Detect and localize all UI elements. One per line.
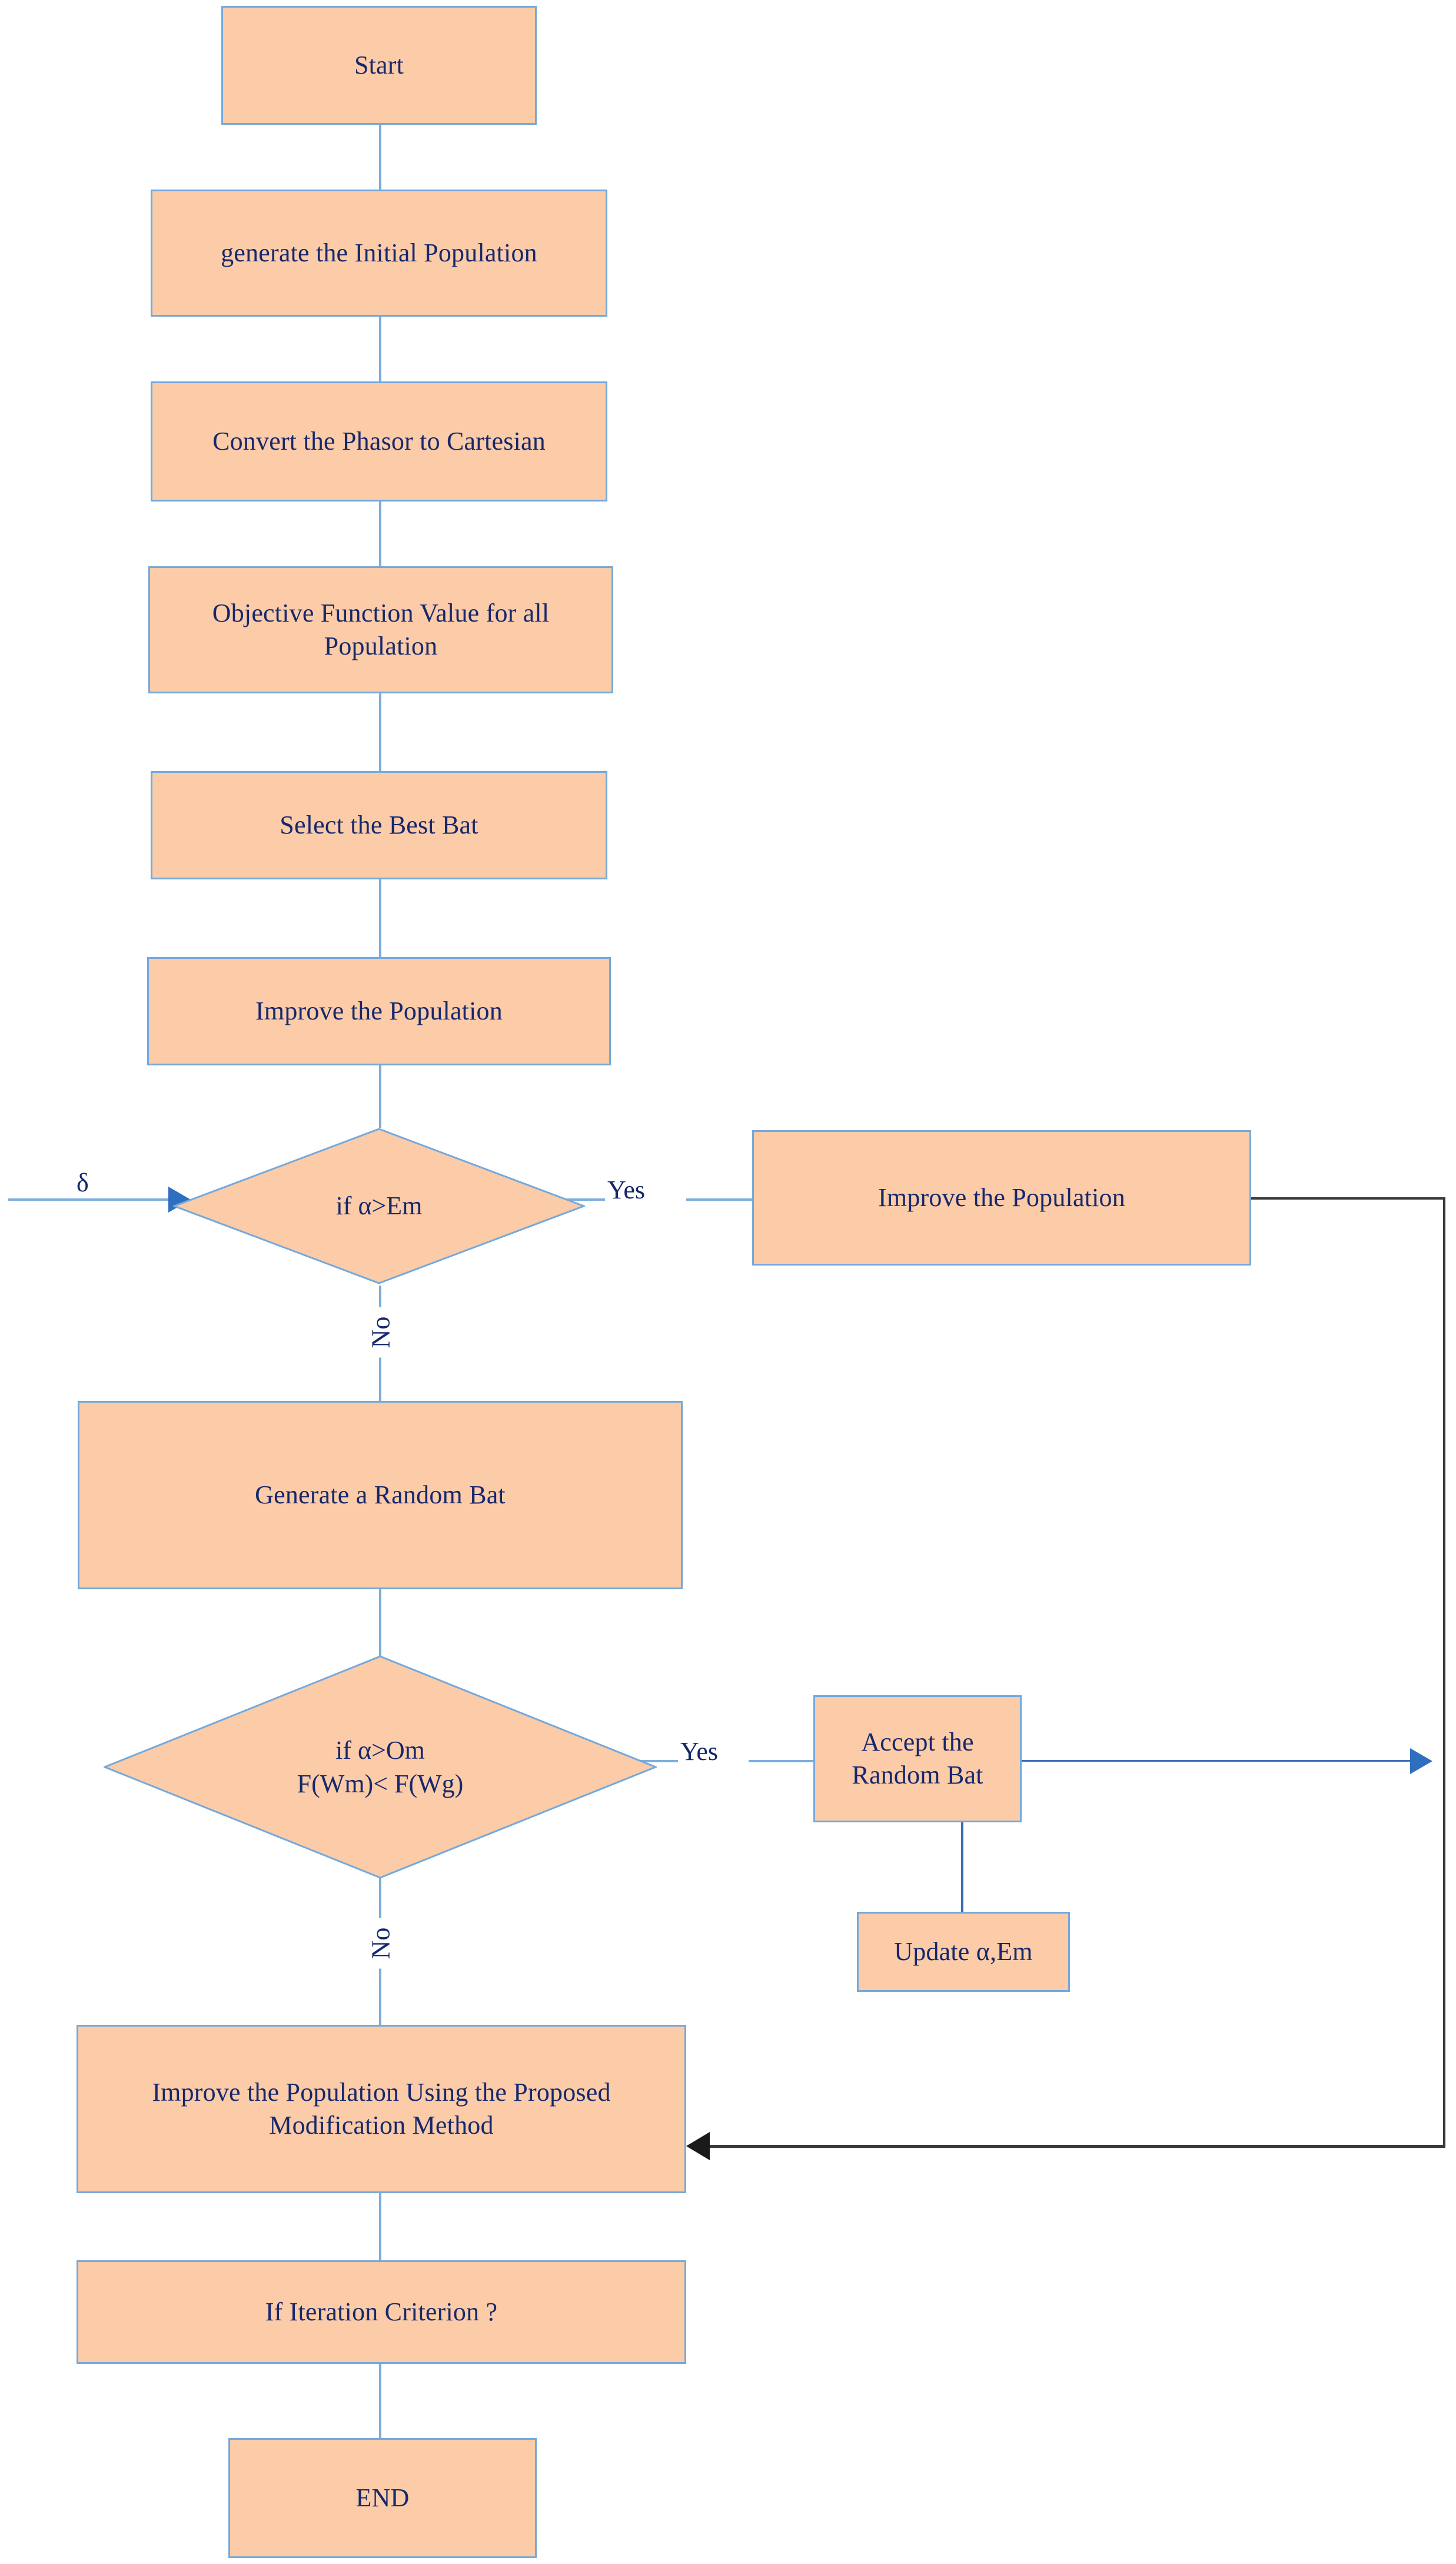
node-generate-initial-population[interactable]: generate the Initial Population <box>151 190 607 317</box>
node-start[interactable]: Start <box>221 6 537 125</box>
node-improve-population-modified[interactable]: Improve the Population Using the Propose… <box>77 2025 686 2193</box>
edge-label-no-1: No <box>365 1307 396 1358</box>
node-improve-population-2-label: Improve the Population <box>878 1183 1125 1212</box>
feedback-bus-vertical <box>1443 1197 1445 2147</box>
decision2-diamond-shape <box>104 1655 657 1879</box>
decision1-diamond-shape <box>173 1128 585 1284</box>
connector-improve1-to-decision1 <box>379 1065 381 1128</box>
connector-select-to-improve1 <box>379 879 381 957</box>
connector-decision2-yes-left <box>614 1760 678 1762</box>
connector-delta-input-line <box>8 1198 173 1201</box>
edge-label-yes-1: Yes <box>605 1175 648 1205</box>
node-accept-random-bat[interactable]: Accept the Random Bat <box>813 1695 1022 1822</box>
connector-improve-mod-to-iteration <box>379 2193 381 2260</box>
node-objective-function-label: Objective Function Value for all Populat… <box>212 598 550 660</box>
node-update-alpha-em[interactable]: Update α,Em <box>857 1912 1070 1992</box>
edge-label-yes-2: Yes <box>678 1736 721 1766</box>
connector-decision1-yes-right <box>686 1198 753 1201</box>
node-accept-random-bat-label: Accept the Random Bat <box>852 1727 983 1789</box>
node-improve-population-modified-label: Improve the Population Using the Propose… <box>152 2077 611 2140</box>
connector-improve2-to-bus <box>1250 1197 1445 1200</box>
node-decision-alpha-gt-om[interactable]: if α>Om F(Wm)< F(Wg) <box>104 1655 657 1879</box>
connector-objective-to-select <box>379 693 381 771</box>
connector-start-to-generate <box>379 125 381 190</box>
node-generate-initial-population-label: generate the Initial Population <box>221 238 537 267</box>
node-start-label: Start <box>354 50 404 79</box>
node-iteration-criterion[interactable]: If Iteration Criterion ? <box>77 2260 686 2364</box>
node-select-best-bat-label: Select the Best Bat <box>280 810 478 839</box>
node-end[interactable]: END <box>228 2438 537 2558</box>
connector-accept-to-feedback-bus <box>1022 1760 1422 1762</box>
node-select-best-bat[interactable]: Select the Best Bat <box>151 771 607 879</box>
edge-label-delta: δ <box>74 1168 91 1198</box>
connector-accept-to-update <box>961 1822 963 1912</box>
node-iteration-criterion-label: If Iteration Criterion ? <box>265 2297 498 2326</box>
feedback-bus-horizontal <box>710 2145 1445 2148</box>
connector-decision2-yes-right <box>749 1760 815 1762</box>
node-objective-function[interactable]: Objective Function Value for all Populat… <box>148 566 613 693</box>
connector-generate-to-convert <box>379 317 381 381</box>
connector-decision1-yes-left <box>556 1198 605 1201</box>
connector-convert-to-objective <box>379 501 381 566</box>
node-convert-phasor-label: Convert the Phasor to Cartesian <box>212 426 546 456</box>
node-improve-population-2[interactable]: Improve the Population <box>752 1130 1251 1266</box>
node-end-label: END <box>355 2483 410 2512</box>
node-generate-random-bat[interactable]: Generate a Random Bat <box>78 1401 683 1589</box>
arrowhead-accept-to-bus <box>1410 1748 1432 1774</box>
node-decision-alpha-gt-em[interactable]: if α>Em <box>173 1128 585 1284</box>
node-improve-population-1[interactable]: Improve the Population <box>147 957 611 1065</box>
node-improve-population-1-label: Improve the Population <box>255 996 503 1025</box>
arrowhead-bus-into-improve-mod <box>686 2132 710 2160</box>
connector-iteration-to-end <box>379 2364 381 2438</box>
node-update-alpha-em-label: Update α,Em <box>894 1937 1033 1966</box>
node-generate-random-bat-label: Generate a Random Bat <box>255 1480 506 1509</box>
node-convert-phasor[interactable]: Convert the Phasor to Cartesian <box>151 381 607 501</box>
edge-label-no-2: No <box>365 1918 396 1969</box>
connector-generate-random-to-decision2 <box>379 1589 381 1658</box>
